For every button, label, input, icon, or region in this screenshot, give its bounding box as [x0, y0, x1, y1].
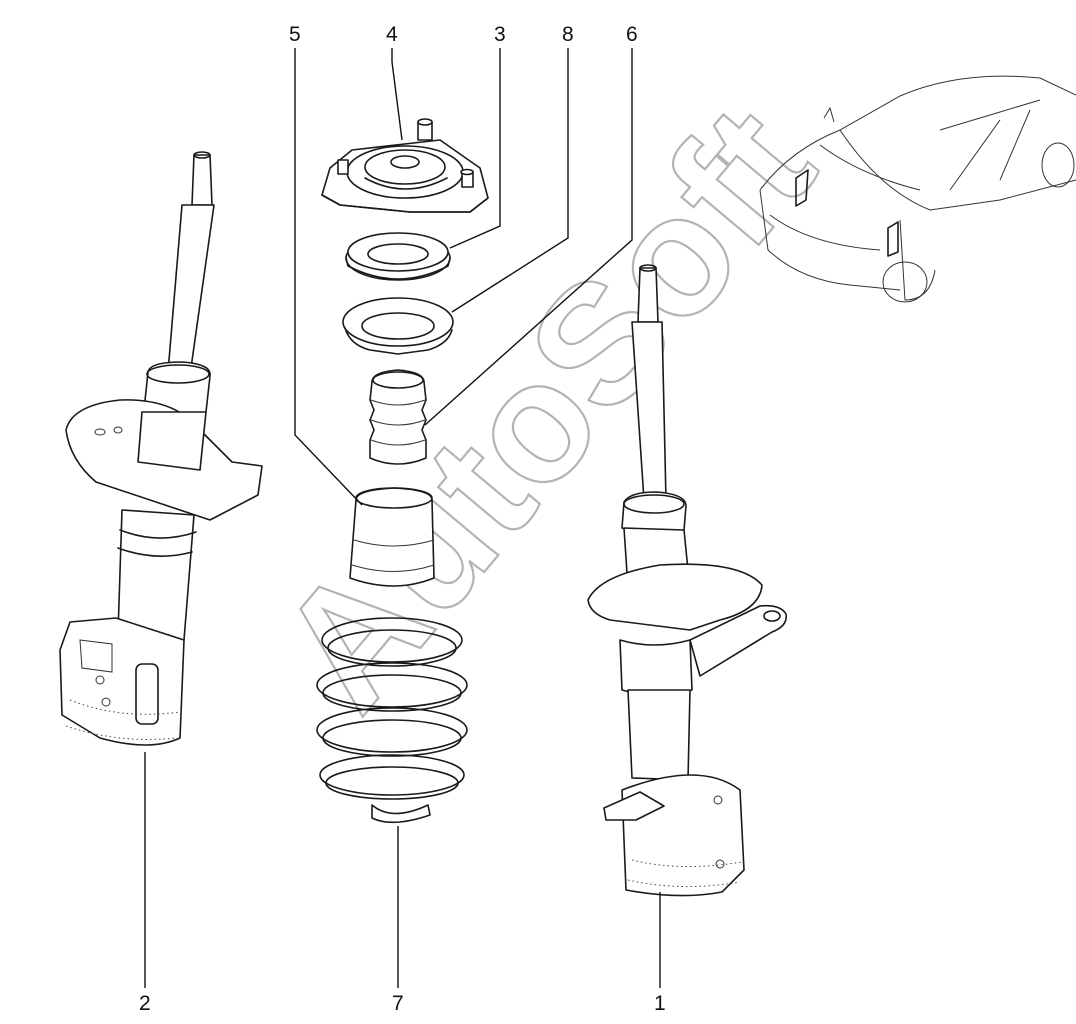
callout-labels: 5 4 3 8 6 2 7 1: [139, 23, 666, 1015]
spring-seat-icon: [342, 297, 454, 355]
leader-6: [424, 48, 633, 426]
callout-5: 5: [289, 23, 301, 46]
car-locator-icon: [759, 75, 1076, 303]
callout-6: 6: [626, 23, 638, 46]
leader-lines: [144, 48, 661, 988]
callout-1: 1: [654, 992, 666, 1015]
callout-2: 2: [139, 992, 151, 1015]
shock-absorber-right-icon: [587, 264, 788, 897]
callout-3: 3: [494, 23, 506, 46]
callout-7: 7: [392, 992, 404, 1015]
shock-absorber-left-icon: [59, 151, 263, 746]
callout-4: 4: [386, 23, 398, 46]
leader-5: [294, 48, 363, 506]
dust-boot-icon: [349, 487, 435, 587]
leader-8: [451, 48, 569, 313]
bump-stop-icon: [369, 369, 427, 465]
coil-spring-icon: [316, 617, 468, 824]
leader-3: [449, 48, 501, 249]
leader-4: [391, 48, 403, 141]
strut-top-mount-icon: [321, 118, 489, 213]
bearing-ring-icon: [345, 232, 451, 281]
callout-8: 8: [562, 23, 574, 46]
